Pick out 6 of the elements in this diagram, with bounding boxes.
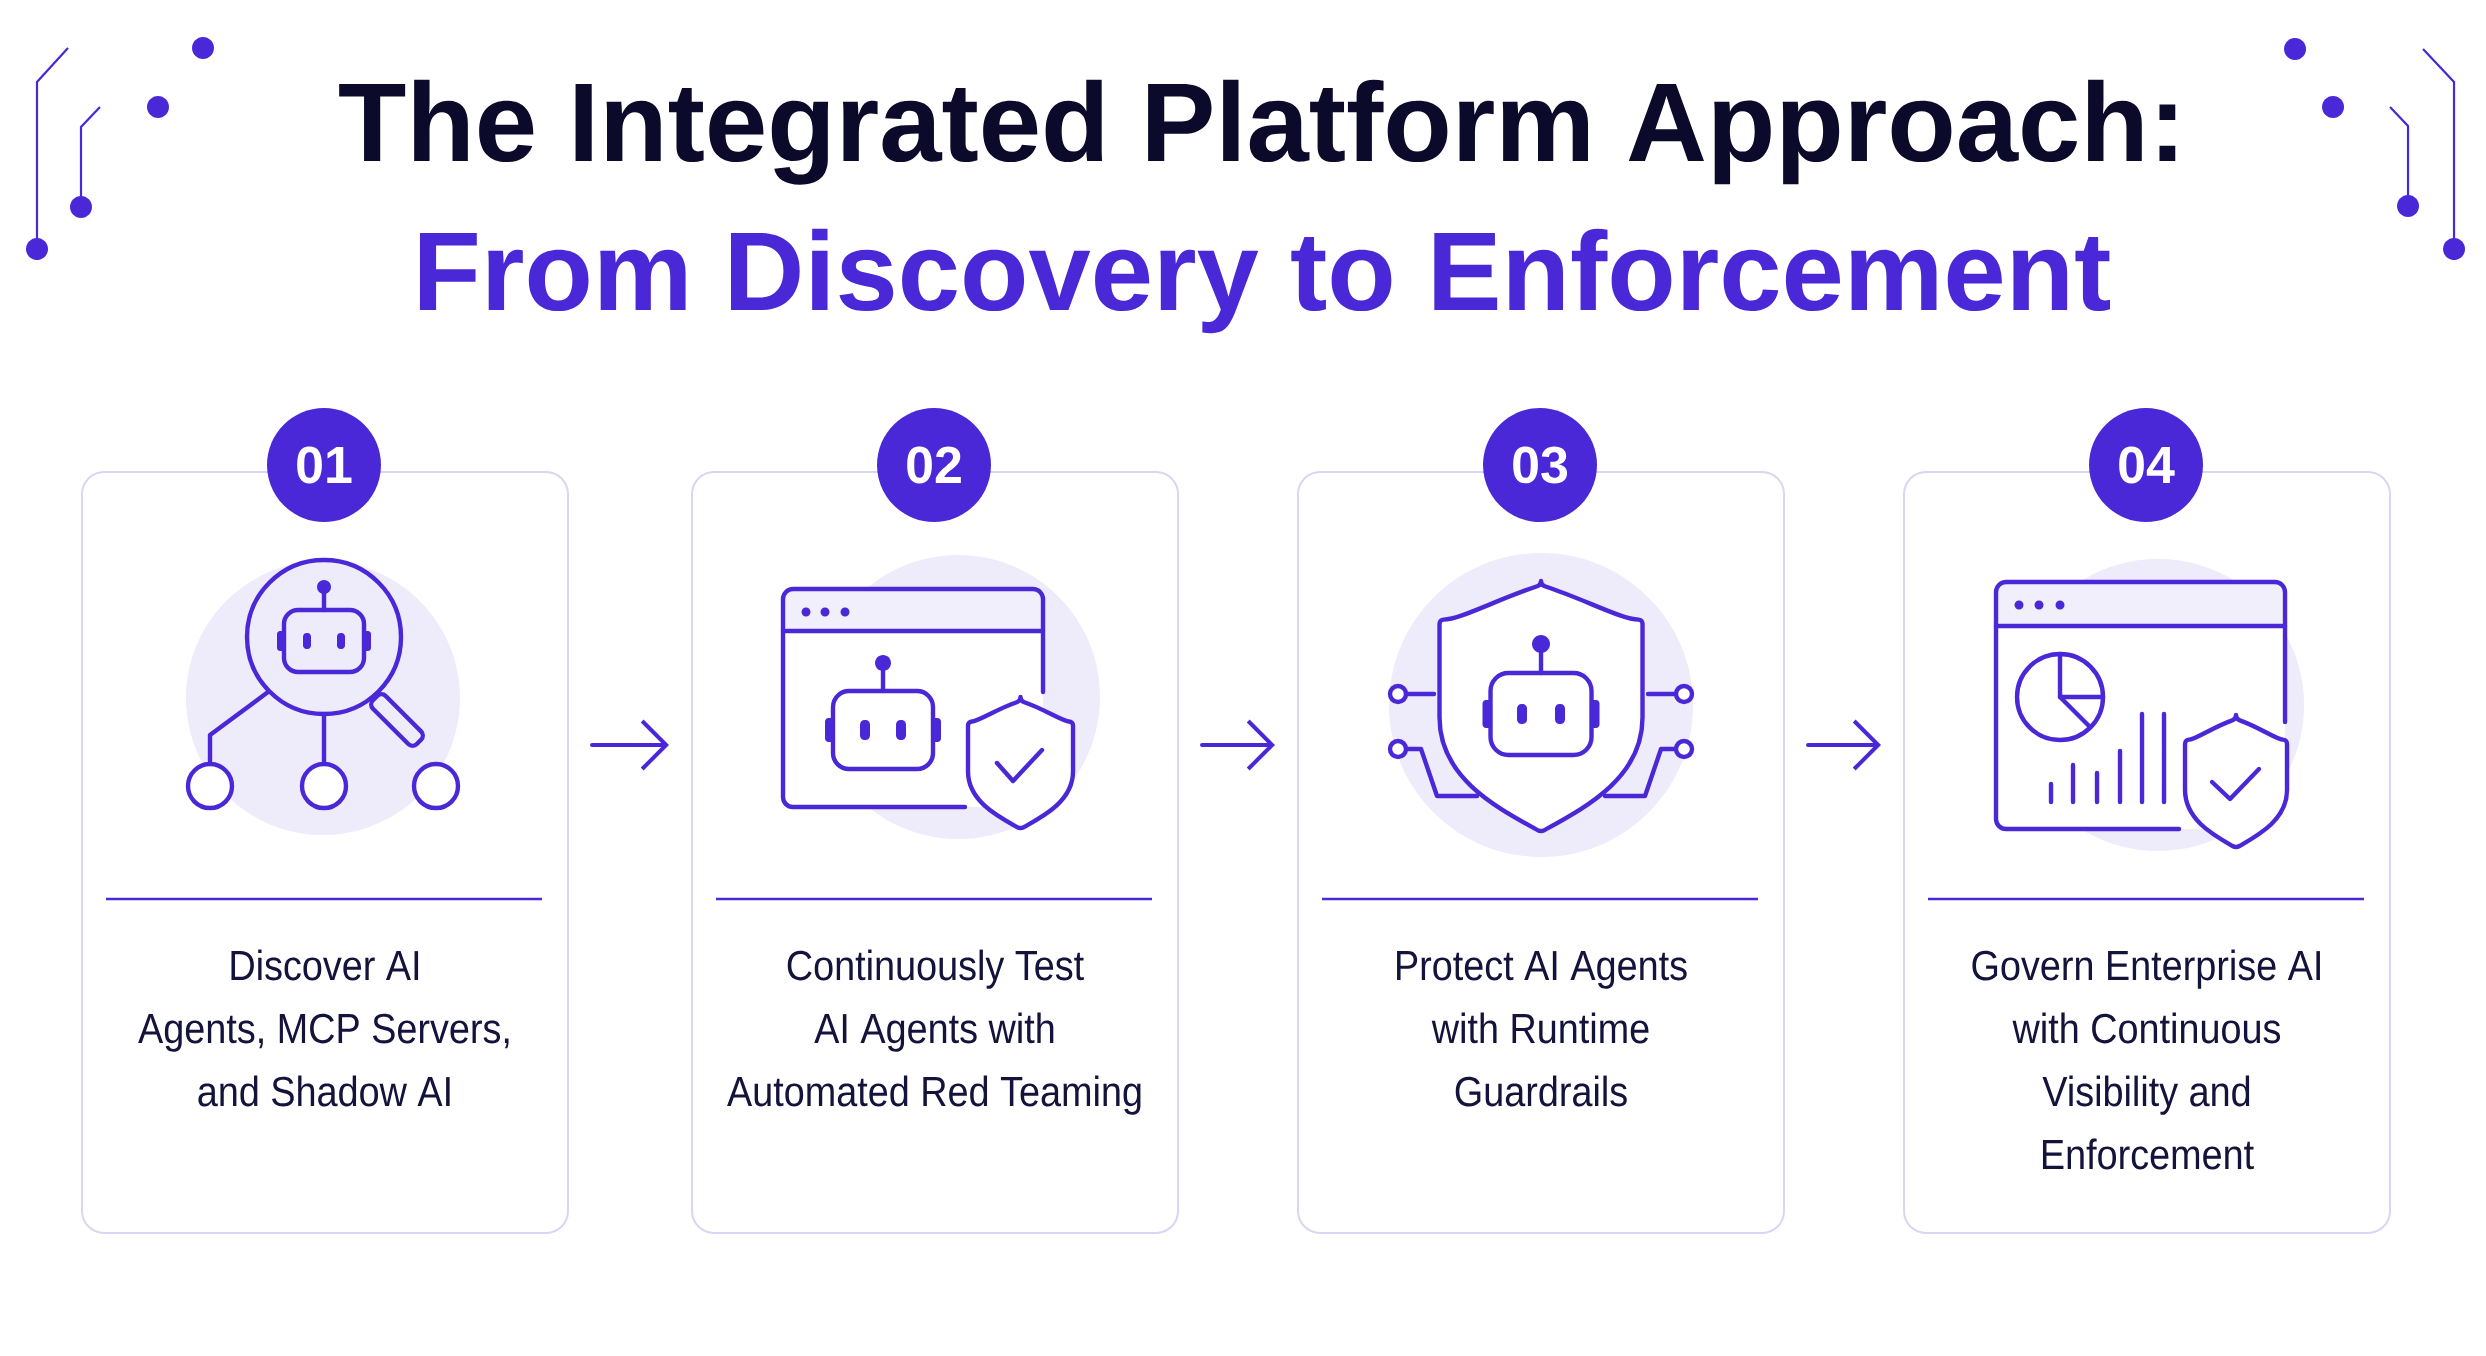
number-badge: 01 bbox=[267, 408, 381, 522]
title: The Integrated Platform Approach: bbox=[339, 79, 2176, 185]
number-badge: 04 bbox=[2089, 408, 2203, 522]
number-badge: 02 bbox=[877, 408, 991, 522]
subtitle: From Discovery to Enforcement bbox=[419, 228, 2111, 334]
number-badge: 03 bbox=[1483, 408, 1597, 522]
